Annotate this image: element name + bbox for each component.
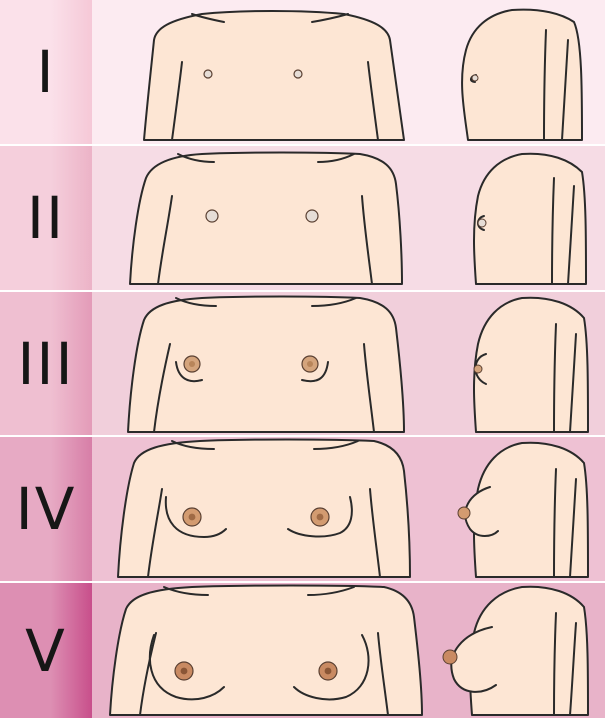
nipple — [325, 668, 332, 675]
stage-row-4: IV — [0, 437, 605, 581]
stage-illustration — [92, 437, 605, 581]
areola — [306, 210, 318, 222]
side-nipple — [478, 219, 486, 227]
stage-illustration — [92, 0, 605, 144]
front-torso — [110, 586, 422, 716]
stage-numeral: I — [0, 0, 92, 144]
stage-row-2: II — [0, 146, 605, 290]
stage-row-1: I — [0, 0, 605, 144]
row-divider — [0, 144, 605, 146]
side-nipple — [472, 75, 478, 81]
areola — [204, 70, 212, 78]
stage-numeral: V — [0, 583, 92, 718]
side-nipple — [443, 650, 457, 664]
stage-numeral: III — [0, 292, 92, 435]
front-torso — [144, 11, 404, 140]
stage-numeral: IV — [0, 437, 92, 581]
stage-illustration — [92, 146, 605, 290]
stage-illustration — [92, 583, 605, 718]
nipple — [189, 514, 196, 521]
front-torso — [118, 440, 410, 578]
areola — [294, 70, 302, 78]
nipple — [181, 668, 188, 675]
side-nipple — [458, 507, 470, 519]
row-divider — [0, 581, 605, 583]
stage-illustration — [92, 292, 605, 435]
stage-numeral: II — [0, 146, 92, 290]
front-torso — [130, 153, 402, 285]
areola — [206, 210, 218, 222]
stage-illustration-panel — [92, 583, 605, 718]
stage-illustration-panel — [92, 292, 605, 435]
stage-row-3: III — [0, 292, 605, 435]
stage-illustration-panel — [92, 0, 605, 144]
stage-row-5: V — [0, 583, 605, 718]
stage-illustration-panel — [92, 437, 605, 581]
stage-illustration-panel — [92, 146, 605, 290]
nipple — [307, 361, 313, 367]
row-divider — [0, 290, 605, 292]
side-nipple — [474, 365, 482, 373]
side-breast-profile — [451, 627, 496, 692]
nipple — [189, 361, 195, 367]
front-torso — [128, 297, 404, 433]
row-divider — [0, 435, 605, 437]
nipple — [317, 514, 324, 521]
